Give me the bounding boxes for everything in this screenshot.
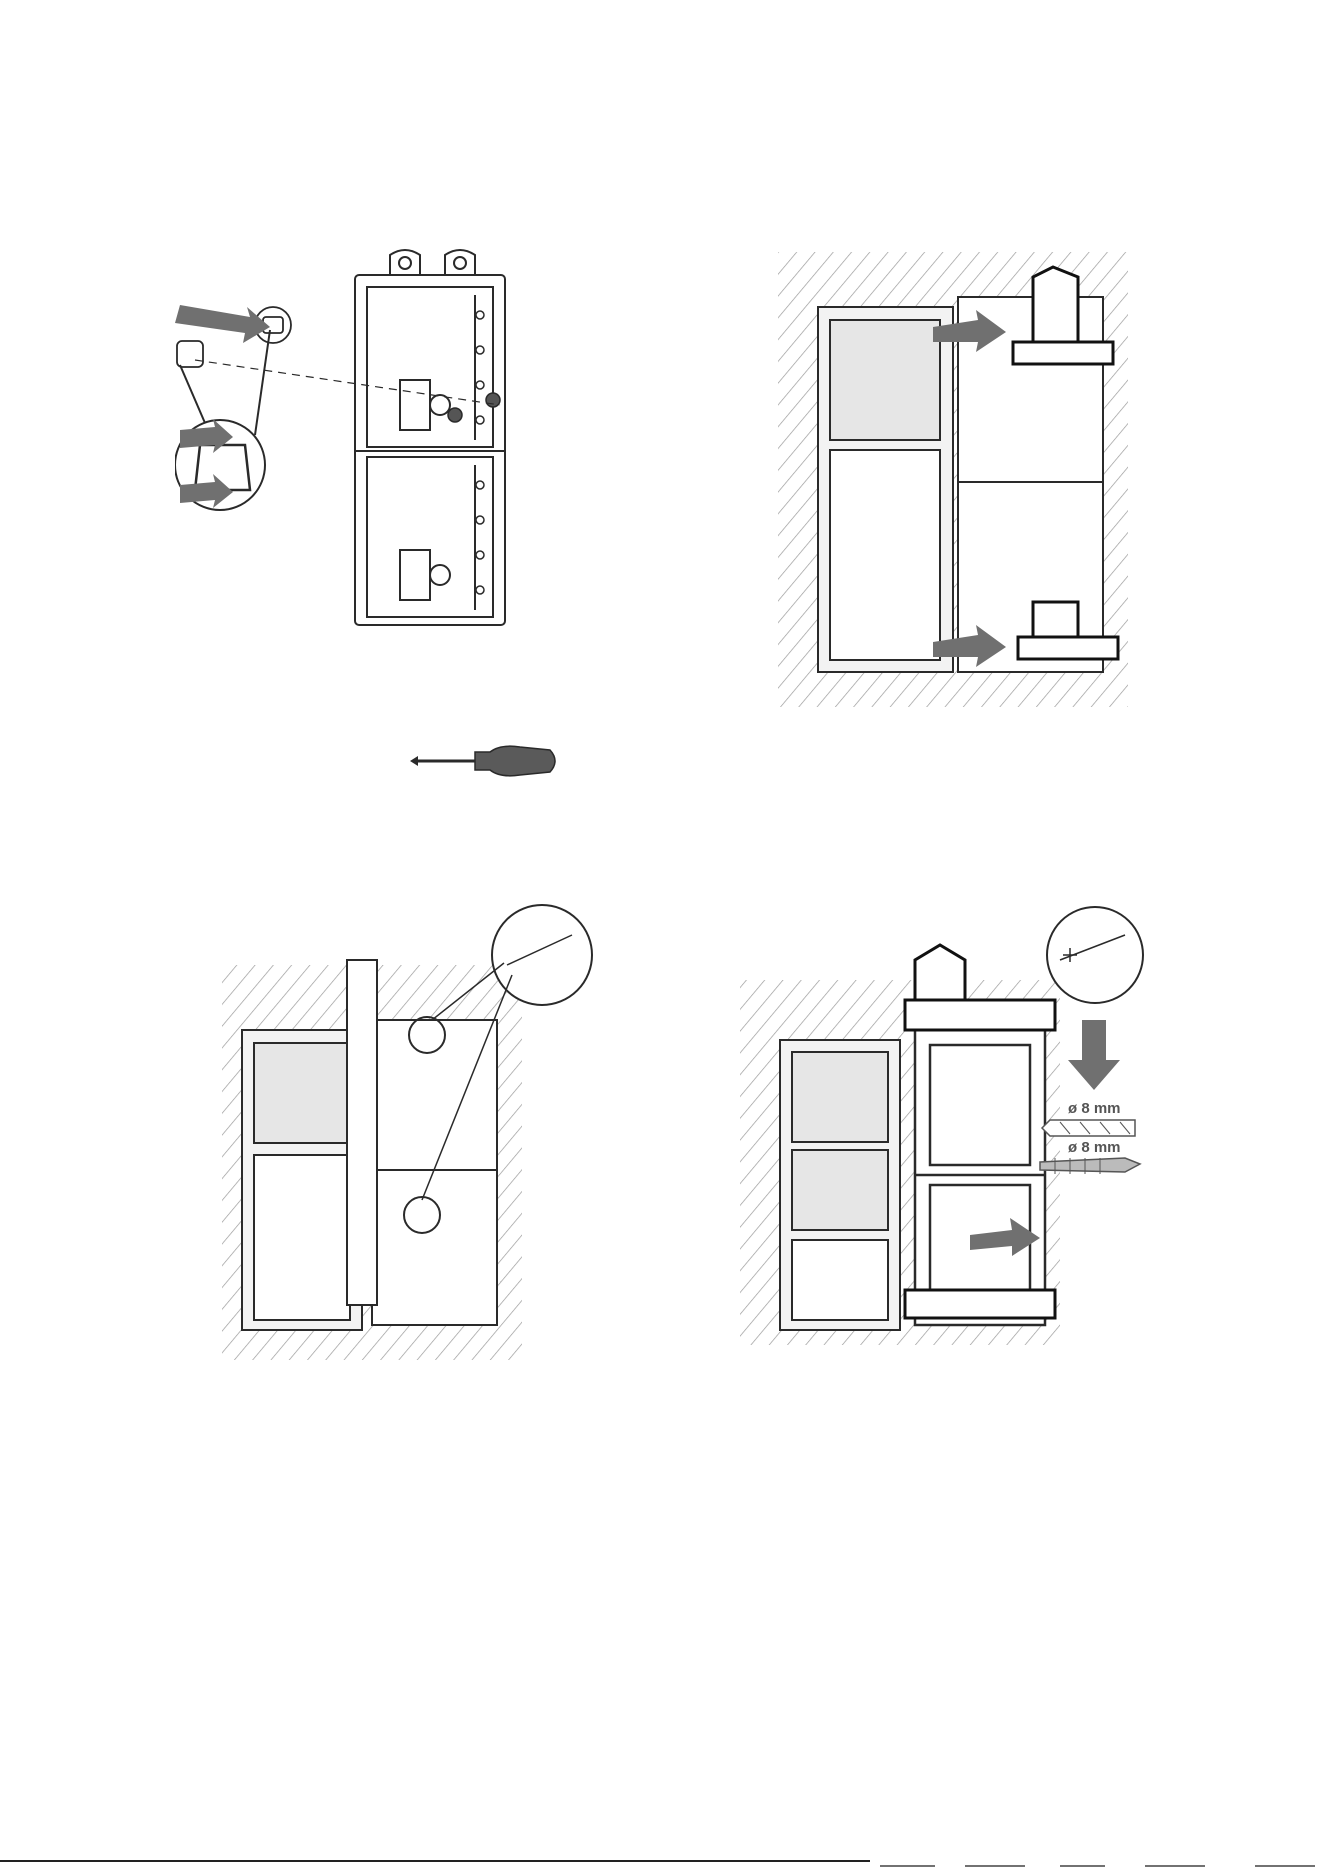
installed-panel	[780, 1040, 900, 1330]
plug-size-label: ø 8 mm	[1068, 1139, 1121, 1156]
footer-dashes	[875, 1858, 1324, 1868]
vertical-bracket	[347, 960, 377, 1305]
installed-panel	[818, 307, 953, 672]
installed-panel	[242, 1030, 362, 1330]
figure-panel-fixing	[222, 895, 602, 1360]
backbox-outline	[355, 250, 505, 625]
figure-wall-drill: ø 8 mm ø 8 mm	[740, 900, 1150, 1345]
magnifier-circle	[492, 905, 592, 1005]
figure-bracket-mount	[778, 252, 1148, 707]
magnifier-circle	[1047, 907, 1143, 1003]
new-backbox	[915, 1030, 1045, 1325]
figure-backbox-clips	[175, 245, 605, 640]
wall-plug-icon	[1040, 1158, 1140, 1174]
drill-bit-icon	[1042, 1120, 1135, 1136]
arrow-icon	[175, 305, 270, 343]
rib-bosses	[476, 311, 484, 594]
screwdriver-icon	[410, 742, 560, 780]
drill-size-label: ø 8 mm	[1068, 1100, 1121, 1117]
backbox-outline	[372, 1020, 497, 1325]
footer-rule	[0, 1860, 870, 1862]
